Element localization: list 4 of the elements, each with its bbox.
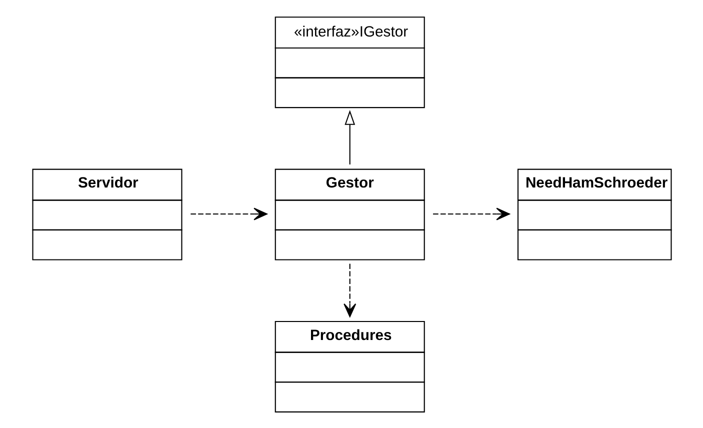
arrow	[344, 110, 355, 164]
arrow	[190, 208, 267, 220]
arrow	[432, 208, 510, 220]
arrow	[343, 264, 356, 318]
